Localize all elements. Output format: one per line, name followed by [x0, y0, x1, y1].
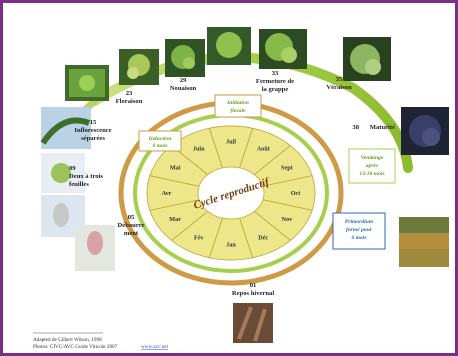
- stage-01-num: 01: [250, 282, 257, 289]
- footer-credit: Adapted de Gilbert Wilson, 1998: [33, 337, 102, 343]
- stage-15-extra: séparées: [81, 135, 105, 142]
- stage-38-name: Maturité: [370, 124, 395, 131]
- svg-text:formé pour: formé pour: [346, 227, 373, 233]
- month-label: Oct: [291, 190, 302, 197]
- stage-15-num: 15: [90, 119, 97, 126]
- svg-text:florale: florale: [230, 108, 246, 114]
- month-label: Sept: [281, 164, 294, 171]
- month-label: Juil: [226, 139, 236, 146]
- photo-maturity: [401, 107, 449, 155]
- photo-fermeture: [207, 27, 251, 65]
- reproductive-cycle-diagram: JuilAoûtSeptOctNovDécJan Fév Mar Avr Mai Juin…: [3, 3, 455, 353]
- photo-vine-tip: [65, 65, 109, 101]
- photo-flowering: [119, 49, 159, 85]
- svg-text:après: après: [366, 163, 378, 169]
- note-initiation: Initiation florale: [215, 95, 261, 117]
- photo-veraison: [343, 37, 391, 81]
- footer-photos: Photos: CIVC/AVC Guide Viticole 2007: [33, 344, 118, 350]
- stage-35-name: Véraison: [326, 84, 352, 91]
- month-label: Jan: [226, 242, 236, 249]
- stage-05-num: 05: [128, 214, 135, 221]
- photo-budding: [75, 225, 115, 271]
- svg-text:13-18 mois: 13-18 mois: [359, 171, 384, 177]
- month-label: Mai: [170, 164, 181, 171]
- month-label: Déc: [258, 235, 268, 242]
- stage-23-num: 23: [126, 90, 133, 97]
- svg-text:Primordium: Primordium: [345, 219, 374, 225]
- svg-text:Vendange: Vendange: [361, 155, 384, 161]
- month-label: Mar: [169, 216, 181, 223]
- photo-grape-cluster: [259, 29, 307, 69]
- month-label: Juin: [193, 145, 205, 152]
- stage-05-name: Débourre: [118, 222, 145, 229]
- month-label: Fév: [194, 235, 205, 242]
- month-label: Nov: [282, 216, 294, 223]
- stage-09-extra: feuilles: [69, 181, 89, 188]
- stage-09-name: Deux à trois: [69, 173, 103, 180]
- stage-15-name: Inflorescence: [74, 127, 111, 134]
- stage-23-name: Floraison: [116, 98, 143, 105]
- photo-dormant: [233, 303, 273, 343]
- stage-33-num: 33: [272, 70, 279, 77]
- stage-35-num: 35: [336, 76, 343, 83]
- stage-33-extra: la grappe: [262, 86, 289, 93]
- footer-link[interactable]: www.avc.net: [141, 344, 169, 350]
- note-vendange: Vendange après 13-18 mois: [349, 149, 395, 183]
- stage-38-num: 38: [352, 124, 359, 131]
- note-primordium: Primordium formé pour 6 mois: [333, 213, 385, 249]
- month-label: Août: [257, 145, 271, 152]
- photo-nouaison: [165, 39, 205, 77]
- stage-05-extra: ment: [124, 230, 139, 237]
- stage-29-name: Nouaison: [170, 85, 197, 92]
- photo-vineyard: [399, 217, 449, 267]
- note-induction: Induction 0 mois: [139, 131, 181, 151]
- stage-29-num: 29: [180, 77, 187, 84]
- svg-text:0 mois: 0 mois: [152, 143, 167, 149]
- stage-01-name: Repos hivernal: [232, 290, 274, 297]
- svg-text:Initiation: Initiation: [226, 100, 249, 106]
- svg-text:6 mois: 6 mois: [351, 235, 366, 241]
- stage-33-name: Fermeture de: [256, 78, 294, 85]
- month-label: Avr: [162, 190, 172, 197]
- svg-text:Induction: Induction: [148, 136, 172, 142]
- stage-09-num: 09: [69, 165, 76, 172]
